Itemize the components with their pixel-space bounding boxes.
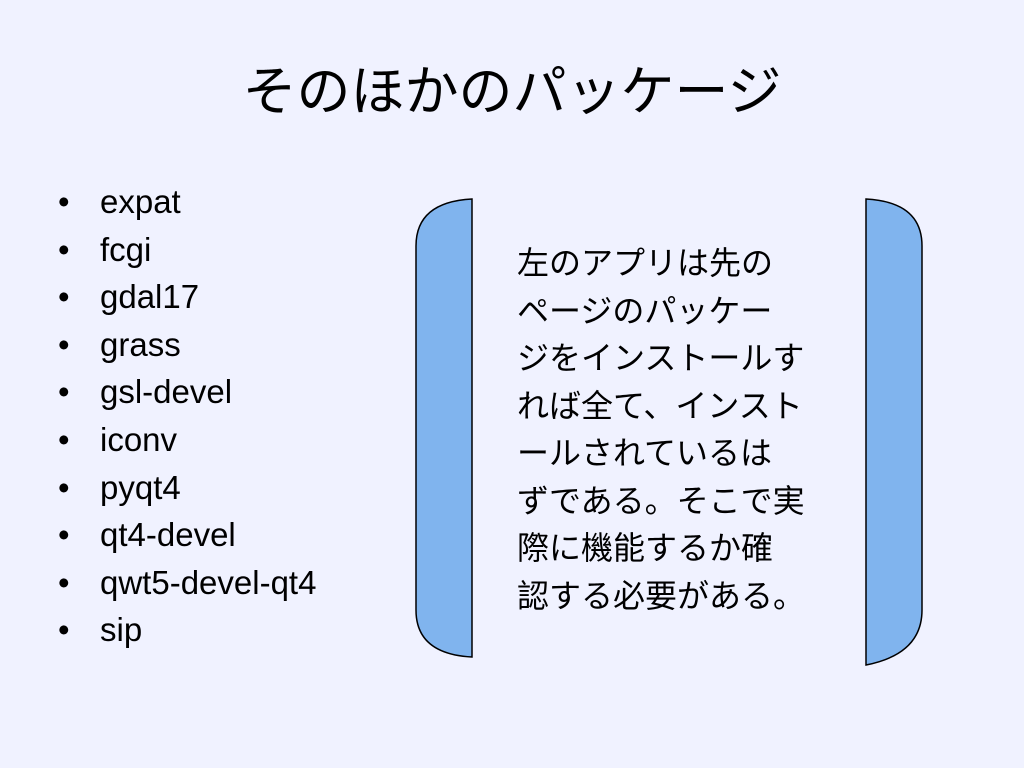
bullet-dot: • — [58, 420, 70, 458]
package-name: pyqt4 — [100, 468, 181, 506]
slide-title: そのほかのパッケージ — [242, 60, 782, 123]
note-bracket — [414, 196, 926, 670]
note-text: 左のアプリは先の ページのパッケー ジをインストールす れば全て、インスト ール… — [517, 244, 806, 615]
bullet-dot: • — [58, 611, 70, 649]
package-name: gsl-devel — [100, 373, 233, 411]
package-name: qwt5-devel-qt4 — [100, 563, 317, 601]
list-item: • grass — [58, 321, 316, 369]
package-name: expat — [100, 183, 181, 220]
list-item: • sip — [58, 606, 316, 654]
bullet-dot: • — [58, 230, 70, 268]
bullet-dot: • — [58, 325, 70, 363]
bullet-dot: • — [58, 516, 70, 554]
package-name: iconv — [100, 420, 178, 458]
double-bracket-shape — [415, 198, 923, 666]
package-name: fcgi — [100, 230, 152, 268]
list-item: • iconv — [58, 416, 316, 464]
bullet-dot: • — [58, 278, 70, 316]
bullet-dot: • — [58, 563, 70, 601]
list-item: • fcgi — [58, 226, 316, 274]
list-item: • qwt5-devel-qt4 — [58, 559, 316, 607]
right-bracket — [865, 198, 923, 666]
list-item: • expat — [58, 178, 316, 226]
bullet-dot: • — [58, 183, 70, 220]
list-item: • gdal17 — [58, 273, 316, 321]
package-name: gdal17 — [100, 278, 200, 316]
package-name: qt4-devel — [100, 516, 236, 554]
bullet-dot: • — [58, 468, 70, 506]
list-item: • gsl-devel — [58, 368, 316, 416]
package-name: grass — [100, 325, 181, 363]
list-item: • pyqt4 — [58, 464, 316, 512]
package-name: sip — [100, 611, 143, 649]
package-list: • expat • fcgi • gdal17 • grass • gsl-devel • iconv… — [58, 178, 316, 654]
left-bracket — [415, 198, 473, 658]
list-item: • qt4-devel — [58, 511, 316, 559]
bullet-dot: • — [58, 373, 70, 411]
